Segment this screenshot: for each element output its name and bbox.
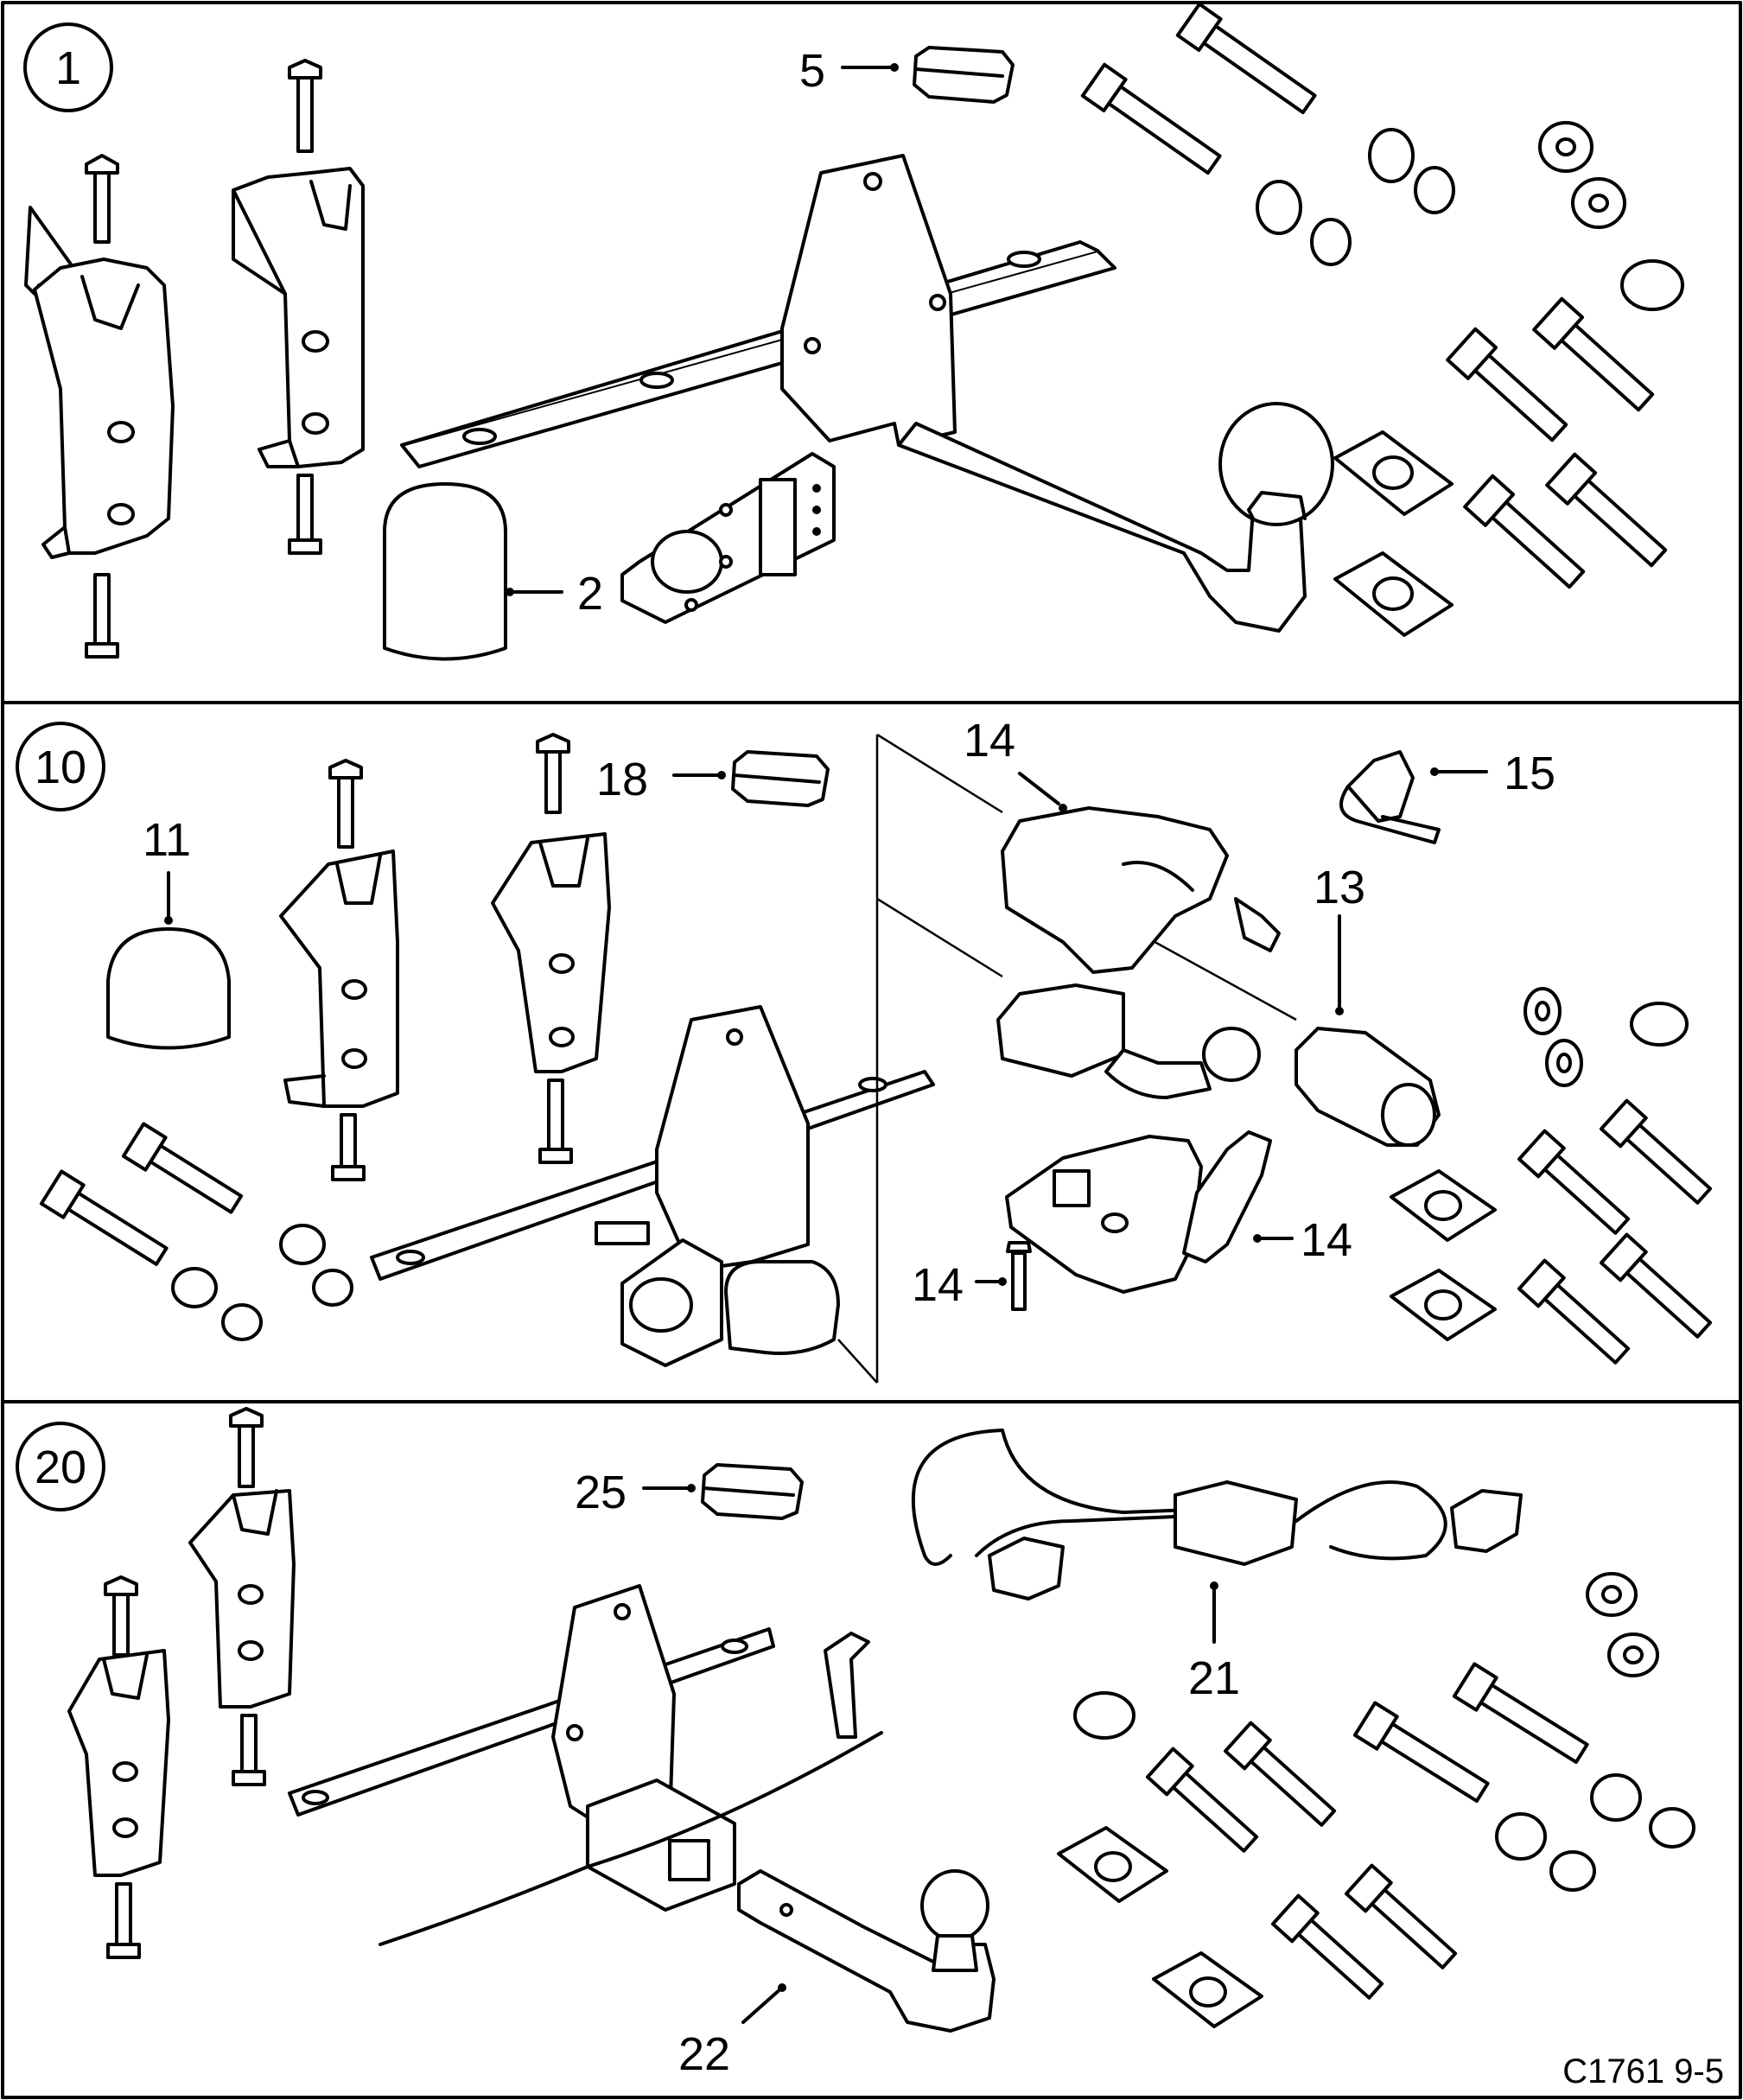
part-14-socket-housing-top: 14 xyxy=(964,715,1281,974)
svg-text:11: 11 xyxy=(143,814,191,866)
bolts-and-nutplates-right xyxy=(1333,296,1668,637)
part-15-spring-clip: 15 xyxy=(1339,748,1555,844)
mounting-bracket-left xyxy=(24,154,175,659)
svg-text:2: 2 xyxy=(577,568,603,620)
svg-text:14: 14 xyxy=(912,1259,964,1311)
mounting-bracket-lower-20 xyxy=(67,1575,170,1959)
svg-text:14: 14 xyxy=(964,715,1015,767)
svg-text:18: 18 xyxy=(596,754,648,805)
towbar-crossmember xyxy=(400,154,1116,468)
part-22-detachable-ball-arm: 22 xyxy=(678,1869,996,2080)
mounting-bracket-right xyxy=(232,59,365,555)
group-number-10: 10 xyxy=(16,722,105,811)
washers-bolts-nutplates-20 xyxy=(1057,1572,1695,2028)
bolts-and-spacers-left xyxy=(39,1122,353,1341)
towball-with-socket-10 xyxy=(996,983,1261,1099)
svg-text:15: 15 xyxy=(1504,748,1555,799)
svg-text:22: 22 xyxy=(678,2028,730,2080)
mounting-bracket-upper-20 xyxy=(188,1407,296,1786)
bolts-and-spacers-top xyxy=(1080,2,1684,311)
mounting-bracket-left-10 xyxy=(279,759,399,1181)
svg-text:5: 5 xyxy=(799,45,825,97)
part-2-towball-cover: 2 xyxy=(383,482,603,661)
security-cable xyxy=(378,1632,883,1946)
part-14-screw: 14 xyxy=(912,1241,1032,1311)
part-11-towball-cover: 11 xyxy=(106,814,231,1050)
svg-text:1: 1 xyxy=(55,42,81,94)
panel-1: 1 xyxy=(23,2,1684,661)
svg-text:10: 10 xyxy=(35,741,86,793)
figure-code: C1761 9-5 xyxy=(1562,2052,1724,2090)
group-number-20: 20 xyxy=(16,1422,105,1511)
mounting-bracket-right-10 xyxy=(491,733,611,1164)
part-18-blanking-plug: 18 xyxy=(596,750,830,807)
socket-plate xyxy=(620,452,836,624)
svg-text:25: 25 xyxy=(575,1467,627,1518)
svg-text:20: 20 xyxy=(35,1441,86,1493)
washers-and-bolts-right-10 xyxy=(1390,987,1713,1365)
part-5-blanking-plug: 5 xyxy=(799,45,1015,104)
svg-text:21: 21 xyxy=(1188,1652,1240,1704)
group-number-1: 1 xyxy=(23,22,113,112)
panel-20: 20 25 xyxy=(16,1407,1695,2080)
part-13-socket-cover: 13 xyxy=(1295,862,1441,1147)
svg-text:14: 14 xyxy=(1301,1214,1352,1266)
towball-arm xyxy=(897,402,1334,633)
towbar-20 xyxy=(288,1584,775,1912)
panel-10: 10 11 xyxy=(16,715,1713,1384)
part-25-blanking-plug: 25 xyxy=(575,1463,804,1520)
part-14-socket-housing-bottom: 14 xyxy=(1005,1130,1352,1294)
part-21-wiring-harness: 21 xyxy=(911,1429,1523,1704)
svg-text:13: 13 xyxy=(1314,862,1365,913)
towbar-10 xyxy=(370,1005,935,1367)
